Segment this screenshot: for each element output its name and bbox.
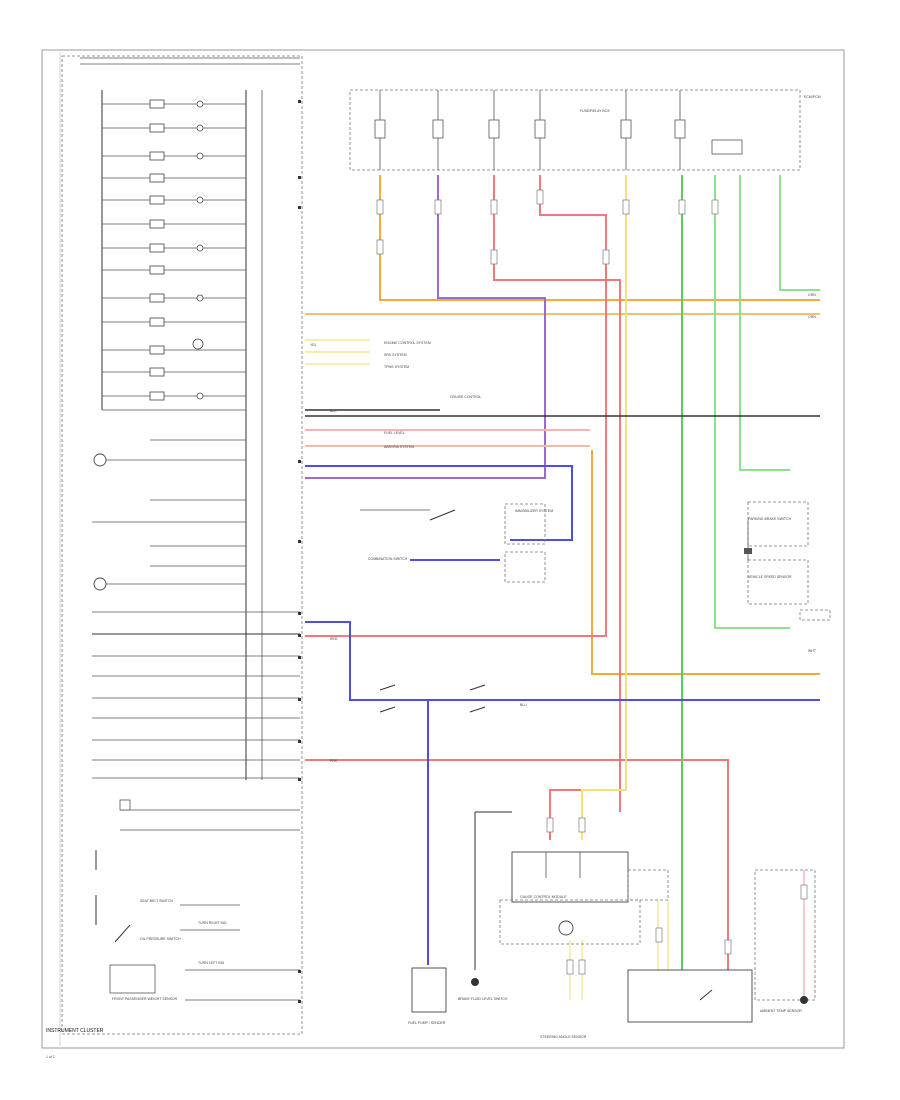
footer-label: INSTRUMENT CLUSTER [46, 1028, 104, 1034]
wire-code: WHT [808, 649, 817, 653]
cluster-bottom-switches [95, 799, 300, 1001]
instrument-cluster-block [61, 55, 303, 1035]
wire-code: RED [330, 637, 338, 641]
signal-label: ENGINE CONTROL SYSTEM [384, 341, 431, 345]
fuse-box-label: FUSE/RELAY BOX [580, 109, 610, 113]
signal-label: CRUISE CONTROL [450, 395, 481, 399]
wire-harness [305, 175, 820, 1000]
signal-label: TPMS SYSTEM [384, 365, 409, 369]
brake-switch-label: BRAKE FLUID LEVEL SWITCH [458, 997, 508, 1001]
wire-code-labels: BLU RED YEL GRN BLK ORN WHT PNK [310, 293, 817, 763]
wire-blue [305, 465, 573, 541]
middle-switch-group [360, 503, 546, 713]
brake-switch [471, 978, 479, 986]
wire-code: ORN [808, 315, 816, 319]
fuse-box [349, 89, 801, 171]
connector-stubs [376, 189, 808, 975]
front-passenger-label: FRONT PASSENGER WEIGHT SENSOR [112, 997, 178, 1001]
cluster-connector-rows [92, 611, 300, 831]
fuel-sender-label: FUEL PUMP / SENDER [408, 1021, 446, 1025]
signal-label: IMMOBILIZER SYSTEM [515, 509, 553, 513]
component-labels: FUSE/RELAY BOX ECM/PCM GAUGE CONTROL MOD… [112, 95, 821, 1039]
wire-code: BLK [330, 409, 337, 413]
wire-code: PNK [330, 759, 338, 763]
relay-block [627, 869, 753, 1023]
signal-label: SRS SYSTEM [384, 353, 407, 357]
gauge-control-label: GAUGE CONTROL MODULE [520, 895, 567, 899]
wire-code: BLU [520, 703, 527, 707]
diagram-frame [41, 49, 845, 1049]
signal-labels: ENGINE CONTROL SYSTEM SRS SYSTEM TPMS SY… [384, 341, 553, 513]
seat-belt-label: SEAT BELT SWITCH [140, 899, 173, 903]
parking-brake-label: PARKING BRAKE SWITCH [748, 517, 792, 521]
wire-yellow [581, 175, 627, 840]
wire-orange [379, 175, 820, 301]
wire-red [493, 175, 621, 812]
gauge-symbols [92, 439, 246, 591]
gauge-control-module [474, 811, 641, 970]
vss-label: VEHICLE SPEED SENSOR [748, 575, 792, 579]
fuel-sender [411, 967, 447, 1013]
wire-code: GRN [808, 293, 816, 297]
combination-switch-label: COMBINATION SWITCH [368, 557, 408, 561]
ambient-sensor-label: AMBIENT TEMP SENSOR [760, 1009, 802, 1013]
turn-right-label: TURN RIGHT IND [198, 921, 227, 925]
steering-angle-label: STEERING ANGLE SENSOR [540, 1035, 587, 1039]
oil-pressure-label: OIL PRESSURE SWITCH [140, 937, 181, 941]
signal-label: FUEL LEVEL [384, 431, 405, 435]
turn-left-label: TURN LEFT IND [198, 961, 225, 965]
ecm-label: ECM/PCM [804, 95, 821, 99]
wire-purple [305, 175, 546, 479]
right-components [744, 501, 831, 621]
wire-code: YEL [310, 343, 317, 347]
page-number: 1 of 2 [46, 1055, 55, 1059]
ambient-sensor [754, 869, 816, 1004]
indicator-rows [102, 99, 246, 411]
signal-label: ABS/VSA SYSTEM [384, 445, 414, 449]
